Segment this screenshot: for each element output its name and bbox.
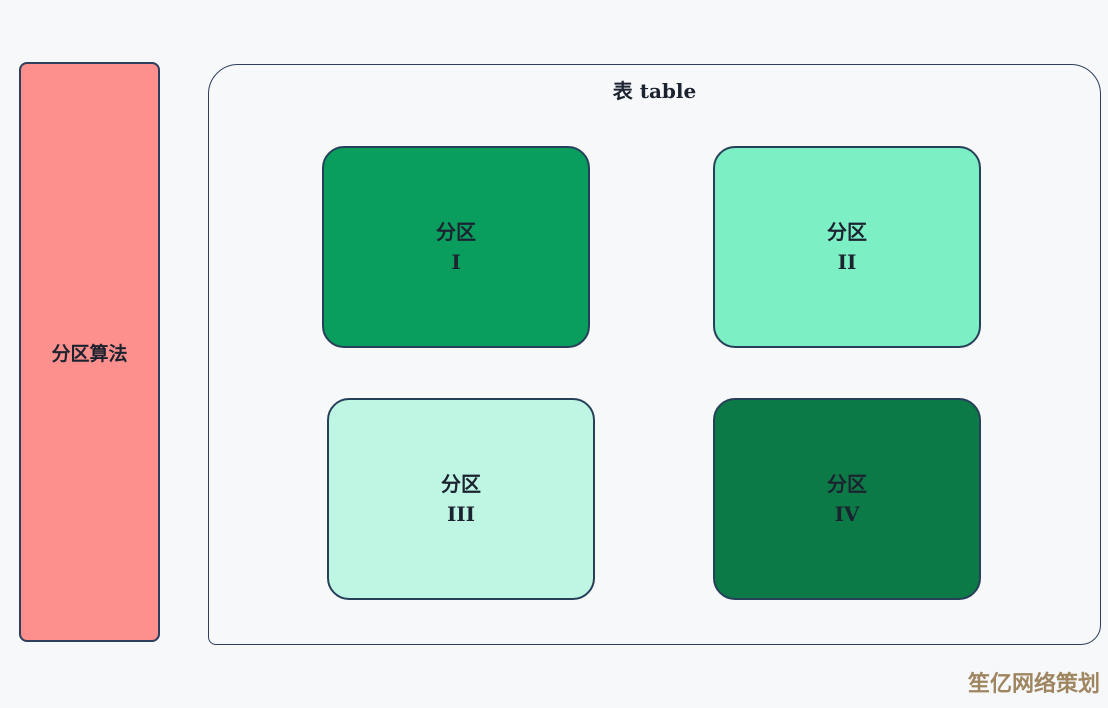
- partition-numeral: II: [837, 250, 857, 274]
- partition-4: 分区 IV: [713, 398, 981, 600]
- partition-label: 分区: [436, 220, 476, 244]
- table-container: 表 table: [208, 64, 1101, 645]
- partition-label: 分区: [441, 472, 481, 496]
- partition-2: 分区 II: [713, 146, 981, 348]
- partition-numeral: III: [446, 502, 476, 526]
- partition-1: 分区 I: [322, 146, 590, 348]
- table-title: 表 table: [612, 79, 697, 103]
- watermark: 笙亿网络策划: [967, 672, 1100, 697]
- partition-numeral: IV: [834, 502, 860, 526]
- partition-label: 分区: [827, 220, 867, 244]
- partition-algorithm-box: 分区算法: [19, 62, 160, 642]
- partition-numeral: I: [451, 250, 461, 274]
- partition-algorithm-label: 分区算法: [51, 342, 128, 365]
- partition-label: 分区: [827, 472, 867, 496]
- partition-3: 分区 III: [327, 398, 595, 600]
